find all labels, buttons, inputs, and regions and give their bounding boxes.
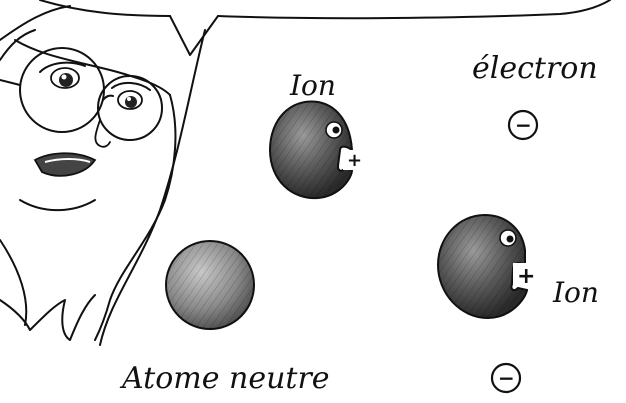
label-neutral-atom: Atome neutre (119, 361, 330, 396)
left-eye-icon (40, 63, 85, 88)
electron-bottom: − (492, 364, 520, 392)
label-ion-right: Ion (552, 276, 599, 309)
ion-top: + (270, 102, 362, 199)
electron-top-minus-sign: − (515, 113, 532, 137)
label-ion-top: Ion (289, 69, 336, 102)
ion-right-plus-sign: + (517, 264, 535, 289)
ion-top-plus-sign: + (347, 150, 362, 171)
speech-bubble (40, 0, 610, 55)
mouth-icon (35, 153, 95, 176)
ion-right: + (438, 215, 535, 318)
glasses-left-lens-icon (20, 48, 104, 132)
electron-top: − (509, 111, 537, 139)
electron-bottom-minus-sign: − (498, 366, 515, 390)
label-electron: électron (472, 51, 598, 86)
neutral-atom (166, 241, 254, 329)
right-eye-icon (112, 83, 150, 109)
